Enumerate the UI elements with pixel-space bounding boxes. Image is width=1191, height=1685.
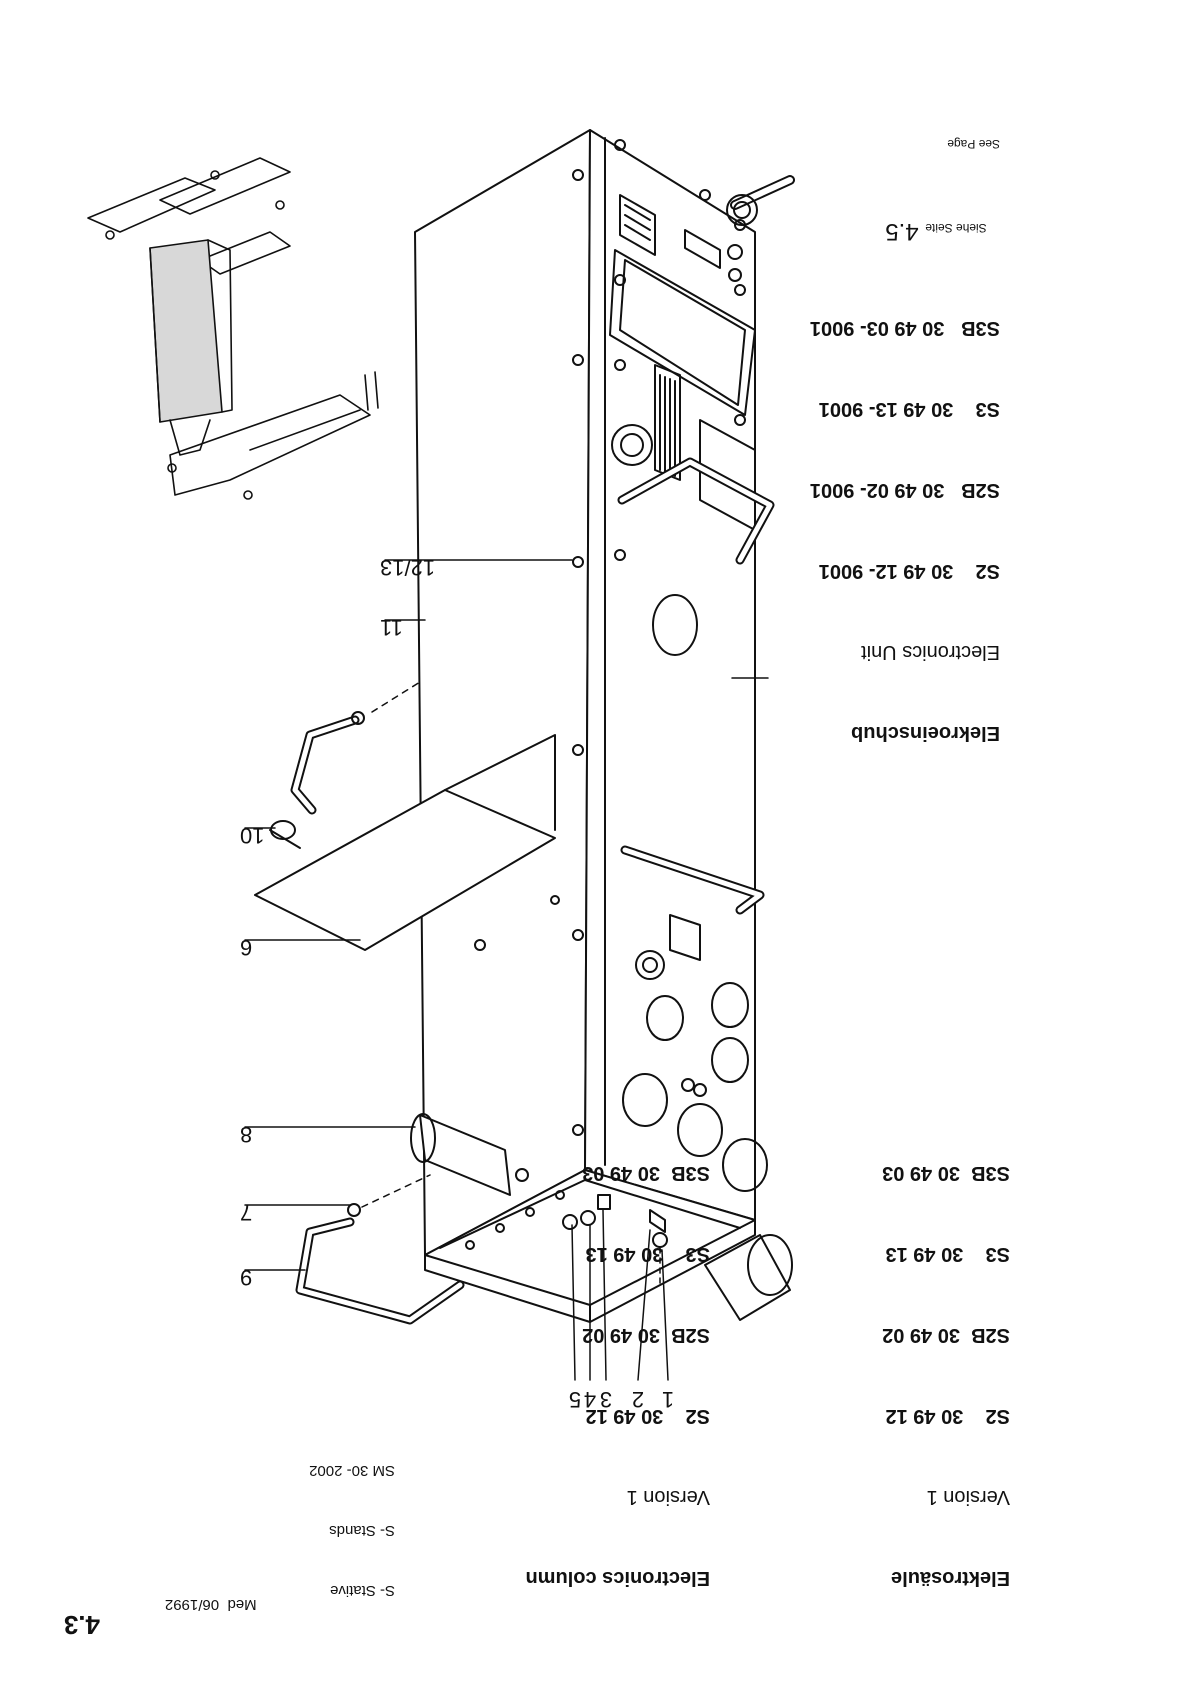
callout-4: 4: [584, 1387, 596, 1412]
left-block-version: Version 1: [926, 1486, 1010, 1508]
footer-stand-en: S- Stands: [329, 1522, 395, 1539]
callout-5: 5: [569, 1387, 581, 1412]
callout-9: 9: [240, 1265, 252, 1290]
middle-block-title: Electronics column: [525, 1567, 711, 1589]
overview-thumbnail: [87, 157, 379, 500]
footer-brand-date: Med 06/1992: [140, 1596, 265, 1634]
middle-block-version: Version 1: [626, 1486, 710, 1508]
callout-labels: 1 2 3 4 5 6 7 8 9 10 11 12/13: [240, 555, 674, 1412]
leader-lines: [244, 559, 769, 1381]
callout-8: 8: [240, 1122, 252, 1147]
page-number: 4.3: [63, 1610, 100, 1640]
unit-row-2: S3 30 49 13- 9001: [818, 398, 1000, 420]
left-block-row-0: S2 30 49 12: [885, 1405, 1010, 1427]
tray-part: [254, 734, 556, 951]
electronics-column-block: Electronics column Version 1 S2 30 49 12…: [510, 1162, 711, 1645]
middle-block-row-1: S2B 30 49 02: [582, 1324, 710, 1346]
callout-11: 11: [380, 615, 403, 640]
see-page-number: 4.5: [885, 218, 919, 245]
handle-part-lower: [295, 1174, 465, 1325]
footer-brand: Med: [227, 1596, 257, 1613]
left-block-row-2: S3 30 49 13: [885, 1243, 1010, 1265]
unit-row-0: S2 30 49 12- 9001: [818, 560, 1000, 582]
middle-block-row-0: S2 30 49 12: [585, 1405, 710, 1427]
footer-stand-de: S- Stative: [329, 1582, 395, 1599]
cylinder-part: [410, 1113, 529, 1196]
callout-7: 7: [240, 1200, 252, 1225]
middle-block-row-3: S3B 30 49 03: [582, 1162, 710, 1184]
electronics-unit-block: Elekroeinschub Electronics Unit S2 30 49…: [800, 137, 1000, 800]
callout-3: 3: [600, 1387, 612, 1412]
unit-row-3: S3B 30 49 03- 9001: [809, 317, 1000, 339]
unit-title-de: Elekroeinschub: [851, 722, 1000, 744]
callout-12-13: 12/13: [380, 555, 435, 580]
unit-title-en: Electronics Unit: [861, 641, 1000, 663]
footer-date: 06/1992: [164, 1596, 220, 1613]
footer-stands: S- Stative S- Stands SM 30- 2002: [285, 1462, 395, 1640]
callout-2: 2: [632, 1387, 644, 1412]
unit-row-1: S2B 30 49 02- 9001: [809, 479, 1000, 501]
middle-block-row-2: S3 30 49 13: [585, 1243, 710, 1265]
left-block-row-1: S2B 30 49 02: [882, 1324, 1010, 1346]
bolt-parts: [562, 1194, 668, 1286]
callout-6: 6: [240, 935, 252, 960]
knob-part: [269, 820, 301, 849]
electronics-column: [414, 129, 795, 1323]
see-label-de: Siehe Seite: [925, 221, 987, 235]
callout-10: 10: [240, 823, 264, 848]
footer-manual-number: SM 30- 2002: [309, 1462, 395, 1479]
elektrosaeule-block: Elektrosäule Version 1 S2 30 49 12 S2B 3…: [875, 1162, 1010, 1645]
callout-1: 1: [662, 1387, 674, 1412]
left-block-title: Elektrosäule: [891, 1567, 1010, 1589]
handle-part-upper: [290, 681, 421, 815]
left-block-row-3: S3B 30 49 03: [882, 1162, 1010, 1184]
see-label-en: See Page: [947, 137, 1000, 151]
